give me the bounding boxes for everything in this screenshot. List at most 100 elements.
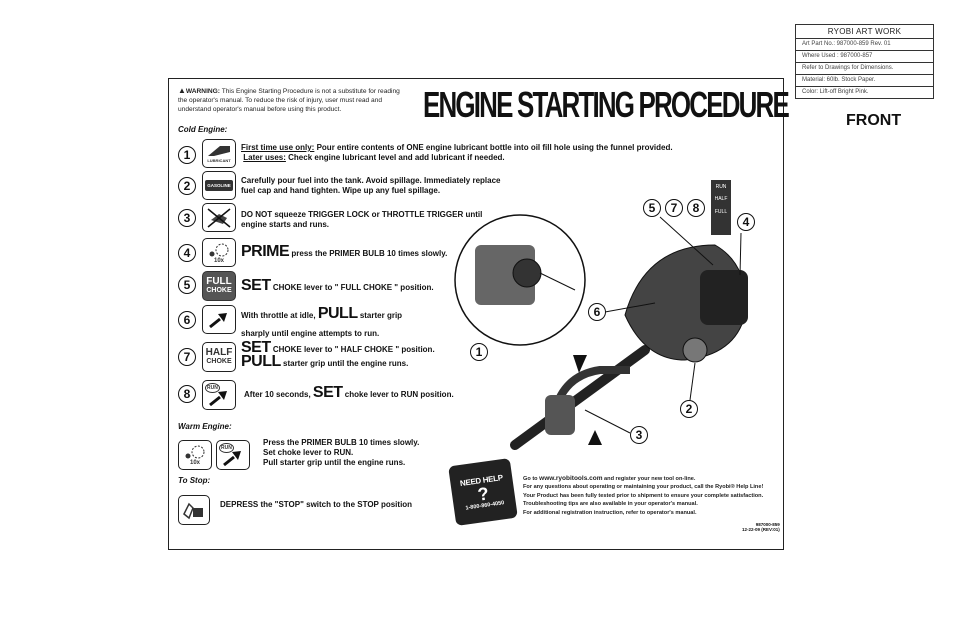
part-code: 987000-859 12-22-09 (REV:01) [742, 522, 780, 532]
callout-2: 2 [680, 400, 698, 418]
later-uses-label: Later uses: [243, 153, 286, 162]
help-phone: 1-800-860-4050 [465, 499, 505, 512]
ryobi-website-link[interactable]: www.ryobitools.com [539, 475, 603, 482]
hand-press-icon [183, 502, 203, 520]
warning-icon: ▲ [178, 86, 186, 95]
gas-can-icon: GASOLINE [205, 180, 233, 191]
choke-half-label: HALF [715, 196, 728, 202]
to-stop-text: DEPRESS the "STOP" switch to the STOP po… [220, 500, 413, 509]
run-badge: RUN [205, 383, 220, 393]
stop-switch-icon [178, 495, 210, 525]
step-6-text: With throttle at idle, PULL starter grip… [241, 305, 402, 341]
lubricant-icon-label: LUBRICANT [207, 158, 231, 163]
to-stop-label: To Stop: [178, 476, 211, 485]
question-icon: ? [476, 482, 491, 505]
help-line-3: Your Product has been fully tested prior… [523, 492, 764, 499]
artwork-row: Art Part No.: 987000-859 Rev. 01 [796, 39, 933, 51]
step-3-text: DO NOT squeeze TRIGGER LOCK or THROTTLE … [241, 210, 482, 230]
step-7-keyword-1: SET [241, 339, 271, 356]
step-6-keyword: PULL [317, 305, 358, 322]
step-6-instruction: starter grip [357, 311, 403, 320]
step-number: 1 [178, 146, 196, 164]
trimmer-diagram: RUN HALF FULL [454, 180, 748, 450]
choke-indicator [711, 180, 731, 235]
front-label: FRONT [846, 112, 902, 129]
step-6-line-2: sharply until engine attempts to run. [241, 329, 380, 338]
step-number: 8 [178, 385, 196, 403]
squeeze-arrow-bottom [588, 430, 602, 445]
full-choke-bottom: CHOKE [206, 287, 232, 294]
callout-5: 5 [643, 199, 661, 217]
artwork-row: Where Used : 987000-857 [796, 51, 933, 63]
warm-line-1: Press the PRIMER BULB 10 times slowly. [263, 438, 420, 447]
squeeze-arrow-top [573, 355, 587, 373]
help-line-1-post: and register your new tool on-line. [602, 476, 696, 482]
warm-line-2: Set choke lever to RUN. [263, 448, 354, 457]
leader-line [689, 362, 696, 401]
leader-line [604, 302, 656, 313]
pull-arrow-icon [223, 451, 241, 467]
fuel-tank [700, 270, 748, 325]
help-line-1-pre: Go to [523, 476, 540, 482]
artwork-header: RYOBI ART WORK [796, 25, 933, 39]
callout-6: 6 [588, 303, 606, 321]
warning-body: This Engine Starting Procedure is not a … [178, 88, 400, 113]
warm-engine-label: Warm Engine: [178, 422, 232, 431]
pull-arrow-icon [209, 391, 227, 407]
step-8-pre: After 10 seconds, [244, 390, 313, 399]
step-1-text: First time use only: Pour entire content… [241, 143, 673, 163]
help-line-2: For any questions about operating or mai… [523, 484, 764, 491]
step-4-keyword: PRIME [241, 243, 290, 260]
step-4-text: PRIME press the PRIMER BULB 10 times slo… [241, 243, 447, 261]
warning-text: ▲WARNING: This Engine Starting Procedure… [178, 86, 408, 114]
primer-detail [475, 245, 535, 305]
step-7-keyword-2: PULL [241, 353, 281, 370]
part-code-date: 12-22-09 (REV:01) [742, 527, 780, 532]
run-pull-icon: RUN [202, 380, 236, 410]
step-2-line-1: Carefully pour fuel into the tank. Avoid… [241, 176, 501, 185]
gasoline-icon: GASOLINE [202, 171, 236, 200]
step-7-instruction-2: starter grip until the engine runs. [280, 359, 409, 368]
later-uses-text: Check engine lubricant level and add lub… [285, 153, 505, 162]
callout-1: 1 [470, 343, 488, 361]
step-2-text: Carefully pour fuel into the tank. Avoid… [241, 176, 500, 196]
instruction-panel [168, 78, 784, 550]
no-trigger-icon [202, 203, 236, 232]
step-3-line-1: DO NOT squeeze TRIGGER LOCK or THROTTLE … [241, 210, 483, 219]
step-number: 3 [178, 209, 196, 227]
artwork-row: Color: Lift-off Bright Pink. [802, 89, 869, 95]
full-choke-icon: FULL CHOKE [202, 271, 236, 301]
step-number: 4 [178, 244, 196, 262]
trimmer-shaft [510, 345, 650, 450]
choke-run-label: RUN [716, 184, 727, 190]
callout-8: 8 [687, 199, 705, 217]
leader-line [739, 232, 742, 276]
step-8-keyword: SET [312, 384, 343, 401]
step-2-line-2: fuel cap and hand tighten. Wipe up any f… [241, 186, 441, 195]
step-7-text: SET CHOKE lever to " HALF CHOKE " positi… [241, 339, 435, 370]
half-choke-bottom: CHOKE [206, 358, 232, 365]
artwork-info-box: RYOBI ART WORK Art Part No.: 987000-859 … [795, 24, 934, 99]
trigger-handle [545, 395, 575, 435]
full-choke-top: FULL [206, 276, 232, 287]
leader-line [659, 216, 714, 266]
artwork-row: Material: 60lb. Stock Paper. [796, 75, 933, 87]
pull-starter-icon [202, 305, 236, 334]
help-line-4: Troubleshooting tips are also available … [523, 501, 698, 508]
step-5-text: SET CHOKE lever to " FULL CHOKE " positi… [241, 277, 434, 295]
crossed-trigger-icon [207, 207, 231, 228]
step-number: 7 [178, 348, 196, 366]
primer-count-label: 10x [213, 257, 224, 264]
step-5-instruction: CHOKE lever to " FULL CHOKE " position. [270, 283, 434, 292]
leader-line [539, 272, 576, 291]
warm-primer-count: 10x [189, 460, 200, 466]
oil-bottle-icon [208, 146, 230, 156]
warm-primer-icon: 10x [178, 440, 212, 470]
step-number: 6 [178, 311, 196, 329]
page-title: ENGINE STARTING PROCEDURE [423, 84, 790, 125]
step-7-instruction-1: CHOKE lever to " HALF CHOKE " position. [270, 345, 435, 354]
step-6-pre: With throttle at idle, [241, 311, 318, 320]
help-line-5: For additional registration instruction,… [523, 509, 697, 516]
first-use-text: Pour entire contents of ONE engine lubri… [314, 143, 673, 152]
bulb-press-icon [209, 243, 229, 256]
